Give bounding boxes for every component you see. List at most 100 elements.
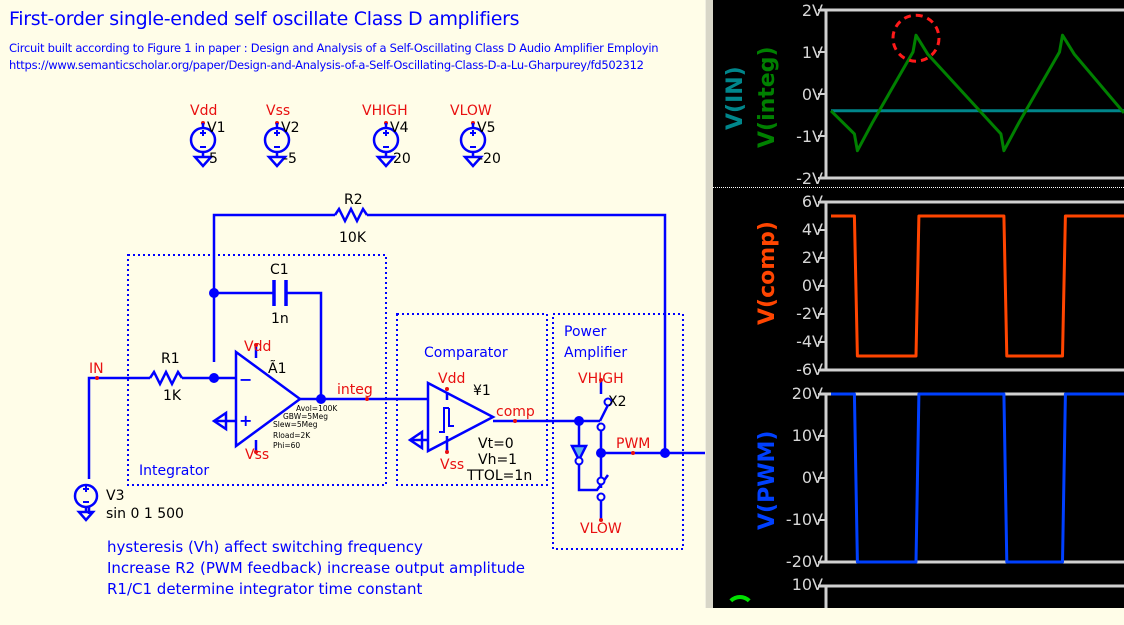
comparator-body	[426, 380, 496, 454]
component-value-r2[interactable]: 10K	[339, 230, 366, 246]
net-label-in[interactable]: IN	[89, 361, 104, 377]
y-tick-label: 2V	[801, 248, 823, 267]
supply-v2	[263, 123, 291, 168]
pane-splitter[interactable]	[705, 0, 714, 608]
net-label-comp[interactable]: comp	[496, 404, 535, 420]
opamp-plus-sign: +	[239, 411, 253, 430]
wire-r2-left	[212, 213, 335, 362]
trace-v-integ	[829, 33, 1124, 153]
y-tick-label: 2V	[801, 1, 823, 20]
component-value-v2[interactable]: -5	[283, 151, 297, 167]
y-tick-label: -1V	[796, 127, 823, 146]
component-name-v1[interactable]: V1	[207, 120, 226, 136]
y-tick-label: 6V	[801, 192, 823, 211]
y-tick-label: 0V	[801, 276, 823, 295]
y-axis-pane-1[interactable]: 2V 1V 0V -1V -2V	[753, 0, 823, 187]
schematic-wires	[73, 121, 712, 550]
supply-v1	[189, 123, 217, 168]
inverter	[569, 444, 589, 463]
component-value-v4[interactable]: 20	[393, 151, 411, 167]
y-tick-label: 20V	[791, 384, 823, 403]
source-v3	[73, 483, 99, 522]
waveform-pane-2[interactable]: V(comp) 6V 4V 2V 0V -2V -4V -6V	[713, 190, 1124, 380]
comparator-param-ttol: TTOL=1n	[467, 468, 533, 484]
box-label-amplifier: Amplifier	[564, 345, 628, 361]
component-value-c1[interactable]: 1n	[271, 311, 289, 327]
net-label-vhigh[interactable]: VHIGH	[362, 103, 408, 119]
component-value-v3[interactable]: sin 0 1 500	[106, 506, 184, 522]
comparator-vdd-label[interactable]: Vdd	[438, 371, 466, 387]
schematic-editor[interactable]: First-order single-ended self oscillate …	[0, 0, 712, 608]
plot-area[interactable]	[713, 0, 1124, 608]
resistor-r1	[148, 369, 184, 387]
y-tick-label: 10V	[791, 426, 823, 445]
note-r1c1: R1/C1 determine integrator time constant	[107, 580, 423, 598]
capacitor-c1	[272, 280, 288, 306]
waveform-pane-4[interactable]: 10V	[713, 575, 1124, 608]
trace-v-comp	[831, 214, 1124, 358]
net-label-vdd[interactable]: Vdd	[190, 103, 218, 119]
component-name-comparator[interactable]: ¥1	[473, 383, 491, 399]
net-label-vss[interactable]: Vss	[266, 103, 291, 119]
wire-r2-right	[367, 213, 667, 453]
opamp-vdd-label[interactable]: Vdd	[244, 339, 272, 355]
opamp-vss-label[interactable]: Vss	[245, 447, 270, 463]
component-name-r1[interactable]: R1	[161, 351, 180, 367]
switch-vhigh-label[interactable]: VHIGH	[578, 371, 624, 387]
comparator-param-vh: Vh=1	[478, 452, 518, 468]
schematic-title: First-order single-ended self oscillate …	[9, 8, 520, 30]
component-name-switch[interactable]: X2	[608, 394, 627, 410]
y-axis-pane-3[interactable]: 20V 10V 0V -10V -20V	[753, 380, 823, 575]
pane-divider[interactable]	[713, 187, 1124, 188]
switch-vlow-label[interactable]: VLOW	[580, 521, 622, 537]
y-tick-label: -20V	[785, 552, 823, 571]
opamp-param: GBW=5Meg	[283, 412, 329, 421]
component-name-v3[interactable]: V3	[106, 488, 125, 504]
component-name-v2[interactable]: V2	[281, 120, 300, 136]
box-label-integrator: Integrator	[139, 463, 210, 479]
component-name-r2[interactable]: R2	[344, 192, 363, 208]
net-label-integ[interactable]: integ	[337, 382, 373, 398]
ground-comp	[407, 429, 424, 451]
y-tick-label: 1V	[801, 43, 823, 62]
opamp-minus-sign: −	[239, 370, 253, 389]
trace-v-pwm	[831, 392, 1124, 564]
component-value-r1[interactable]: 1K	[163, 388, 182, 404]
box-integrator	[127, 254, 387, 486]
schematic-subtitle: Circuit built according to Figure 1 in p…	[9, 41, 659, 55]
opamp-param: Phi=60	[273, 441, 301, 450]
net-label-vlow[interactable]: VLOW	[450, 103, 492, 119]
waveform-pane-3[interactable]: V(PWM) 20V 10V 0V -10V -20V	[713, 380, 1124, 575]
ground-noninv	[211, 410, 228, 432]
note-hysteresis: hysteresis (Vh) affect switching frequen…	[107, 538, 423, 556]
opamp-param: Avol=100K	[296, 404, 338, 413]
component-value-v5[interactable]: -20	[478, 151, 501, 167]
opamp-param: Rload=2K	[273, 431, 311, 440]
waveform-pane-1[interactable]: V(IN) V(integ) 2V 1V 0V -1V -2V	[713, 0, 1124, 187]
waveform-viewer[interactable]: V(IN) V(integ) 2V 1V 0V -1V -2V V(comp) …	[713, 0, 1124, 608]
trace-label-partial[interactable]	[725, 595, 755, 625]
y-tick-label: -2V	[796, 304, 823, 323]
y-tick-label: 4V	[801, 220, 823, 239]
supply-v4	[372, 123, 400, 168]
resistor-r2	[333, 206, 369, 224]
y-axis-pane-2[interactable]: 6V 4V 2V 0V -2V -4V -6V	[753, 190, 823, 380]
box-comparator	[396, 313, 548, 486]
hysteresis-symbol	[439, 407, 454, 433]
wire-c1	[214, 291, 323, 399]
paper-url[interactable]: https://www.semanticscholar.org/paper/De…	[9, 58, 644, 72]
comparator-vss-label[interactable]: Vss	[440, 457, 465, 473]
net-label-pwm[interactable]: PWM	[616, 436, 651, 452]
annotation-peak-circle	[891, 13, 941, 63]
y-tick-label: 10V	[791, 575, 823, 594]
component-name-c1[interactable]: C1	[270, 262, 289, 278]
component-name-v4[interactable]: V4	[390, 120, 409, 136]
component-name-v5[interactable]: V5	[477, 120, 496, 136]
y-tick-label: -2V	[796, 169, 823, 188]
y-tick-label: -6V	[796, 360, 823, 379]
supply-v5	[459, 123, 487, 168]
component-name-opamp[interactable]: Ã1	[268, 361, 287, 377]
component-value-v1[interactable]: 5	[209, 151, 218, 167]
wire-in	[87, 376, 150, 479]
y-tick-label: 0V	[801, 468, 823, 487]
